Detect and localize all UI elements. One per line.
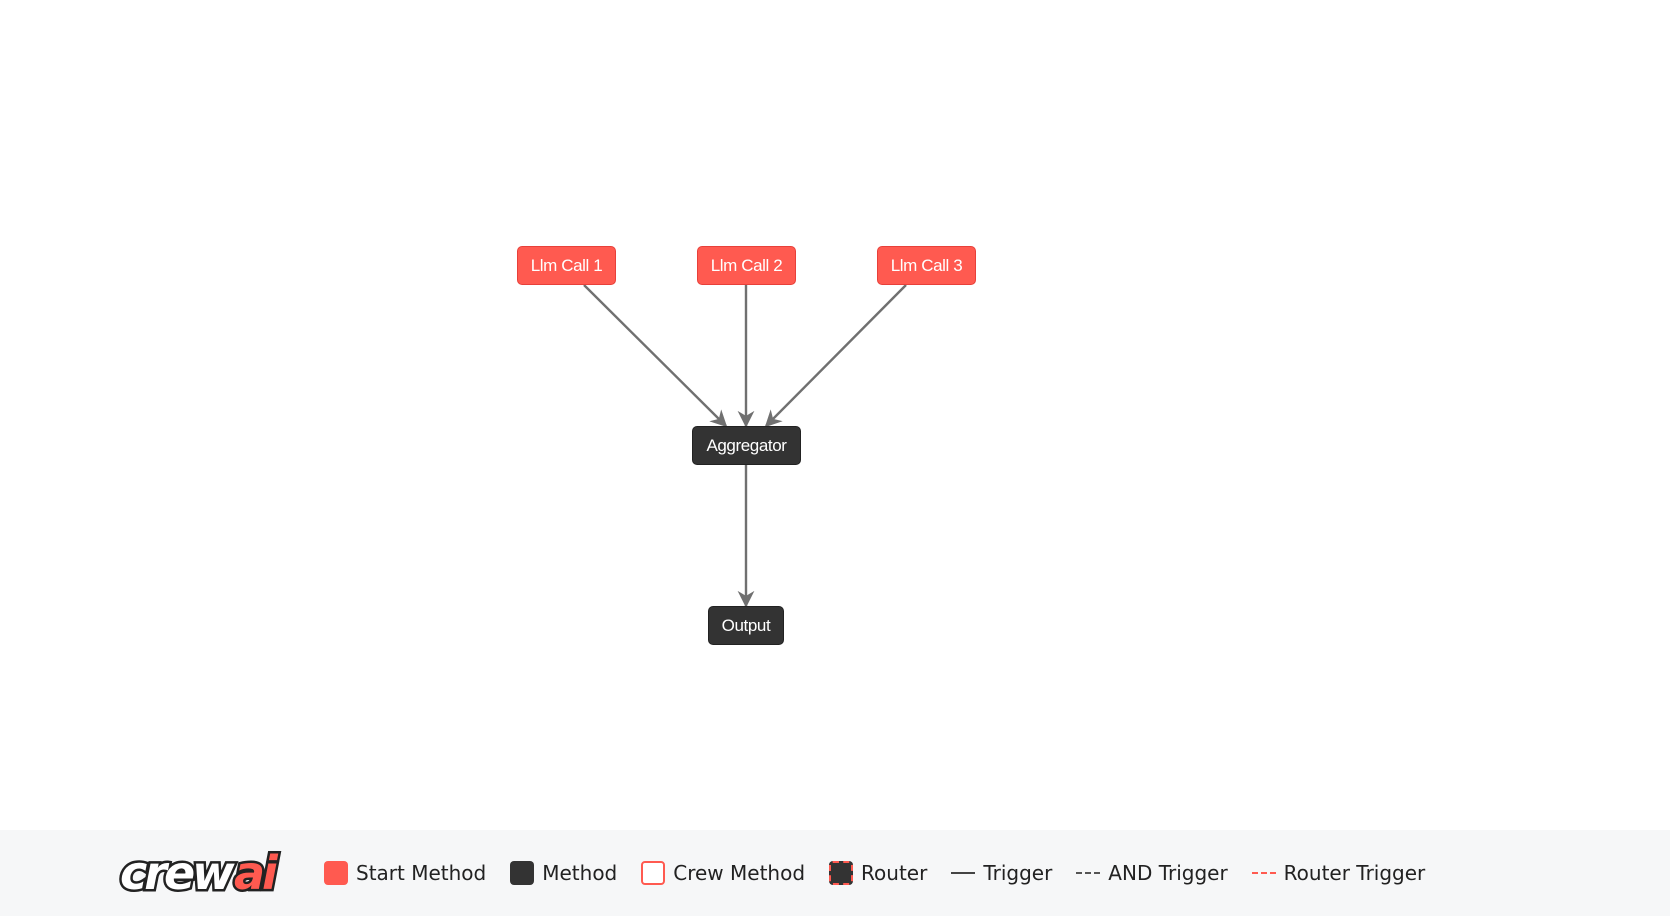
- legend-router: Router: [829, 861, 927, 885]
- legend-start-method: Start Method: [324, 861, 486, 885]
- node-llm-call-1[interactable]: Llm Call 1: [517, 246, 616, 285]
- legend-router-trigger: Router Trigger: [1251, 861, 1426, 885]
- edges-layer: [583, 284, 907, 608]
- method-swatch-icon: [510, 861, 535, 885]
- edge-llm-call-3-to-aggregator: [764, 284, 907, 428]
- legend-crew-method: Crew Method: [641, 861, 805, 885]
- start-method-swatch-icon: [324, 861, 348, 885]
- flow-canvas[interactable]: Llm Call 1 Llm Call 2 Llm Call 3 Aggrega…: [0, 0, 1670, 830]
- crew-method-swatch-icon: [641, 861, 666, 885]
- legend-label: Start Method: [356, 861, 487, 885]
- legend-label: AND Trigger: [1108, 861, 1228, 885]
- legend-method: Method: [510, 861, 617, 885]
- legend-bar: crew ai Start Method Method Crew Method …: [0, 830, 1670, 916]
- svg-text:ai: ai: [234, 846, 279, 900]
- svg-text:crew: crew: [120, 846, 235, 900]
- node-llm-call-2[interactable]: Llm Call 2: [697, 246, 796, 285]
- solid-line-icon: [951, 872, 976, 874]
- legend-label: Router: [861, 861, 928, 885]
- node-llm-call-3[interactable]: Llm Call 3: [877, 246, 976, 285]
- legend-label: Trigger: [983, 861, 1053, 885]
- edge-llm-call-1-to-aggregator: [583, 284, 728, 428]
- node-output[interactable]: Output: [708, 606, 784, 645]
- legend-and-trigger: AND Trigger: [1076, 861, 1228, 885]
- dashed-red-line-icon: [1251, 872, 1276, 874]
- crewai-logo: crew ai: [116, 844, 298, 903]
- router-swatch-icon: [829, 861, 854, 885]
- legend-label: Router Trigger: [1283, 861, 1426, 885]
- legend-trigger: Trigger: [951, 861, 1052, 885]
- node-aggregator[interactable]: Aggregator: [692, 426, 801, 465]
- legend-label: Crew Method: [673, 861, 806, 885]
- dashed-line-icon: [1076, 872, 1101, 874]
- legend-label: Method: [542, 861, 618, 885]
